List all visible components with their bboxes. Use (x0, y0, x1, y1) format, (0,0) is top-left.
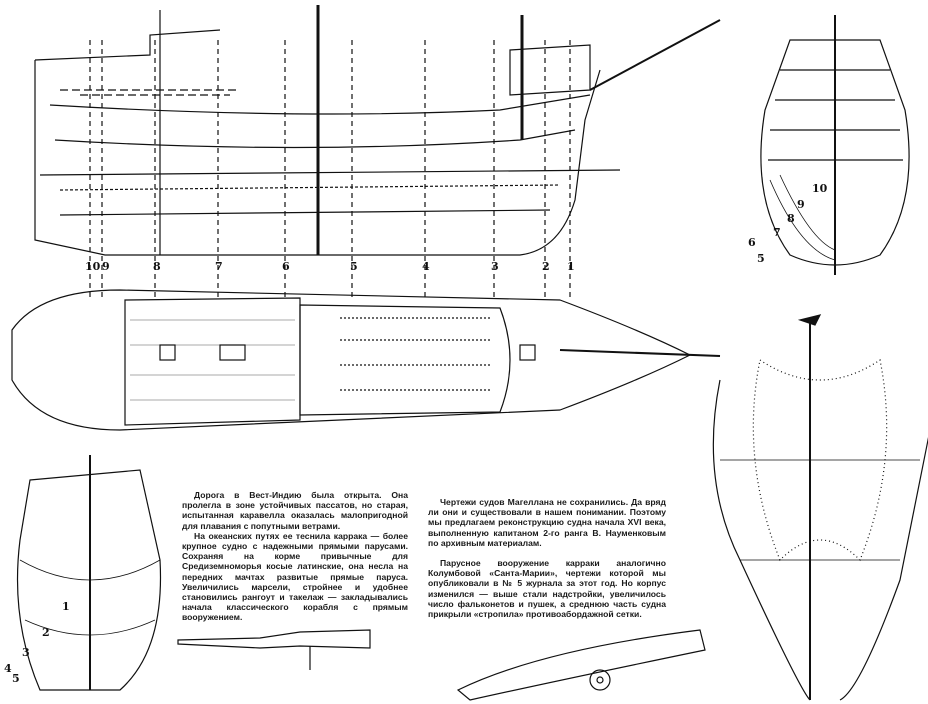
section-number: 5 (350, 260, 358, 273)
paragraph: На океанских путях ее теснила каррака — … (182, 530, 408, 623)
section-number: 3 (491, 260, 499, 273)
text-column-right: Чертежи судов Магеллана не сохранились. … (428, 497, 666, 619)
sail-view-drawing (712, 314, 928, 701)
bow-view-drawing (16, 455, 162, 691)
section-number: 9 (102, 260, 110, 273)
side-profile-drawing (34, 5, 721, 256)
stern-number: 7 (773, 226, 781, 239)
stern-number: 8 (787, 212, 795, 225)
section-number: 4 (422, 260, 430, 273)
section-number: 6 (282, 260, 290, 273)
bow-number: 1 (62, 600, 70, 613)
section-number: 2 (542, 260, 550, 273)
paragraph: Дорога в Вест-Индию была открыта. Она пр… (182, 490, 408, 531)
stern-number: 5 (757, 252, 765, 265)
stern-view-drawing (760, 15, 910, 275)
bow-number: 2 (42, 626, 50, 639)
section-number: 8 (153, 260, 161, 273)
falconet-drawing (177, 629, 371, 670)
bow-number: 4 (4, 662, 12, 675)
stern-number: 9 (797, 198, 805, 211)
stern-number: 10 (812, 182, 828, 195)
stern-number: 6 (748, 236, 756, 249)
bow-number: 5 (12, 672, 20, 685)
text-column-left: Дорога в Вест-Индию была открыта. Она пр… (182, 490, 408, 623)
section-number: 7 (215, 260, 223, 273)
deck-plan-drawing (11, 289, 721, 431)
section-number: 1 (567, 260, 575, 273)
section-lines (89, 40, 571, 300)
section-number: 10 (85, 260, 101, 273)
cannon-drawing (456, 629, 706, 701)
paragraph: Чертежи судов Магеллана не сохранились. … (428, 497, 666, 548)
paragraph: Парусное вооружение карраки аналогично К… (428, 558, 666, 620)
bow-number: 3 (22, 646, 30, 659)
